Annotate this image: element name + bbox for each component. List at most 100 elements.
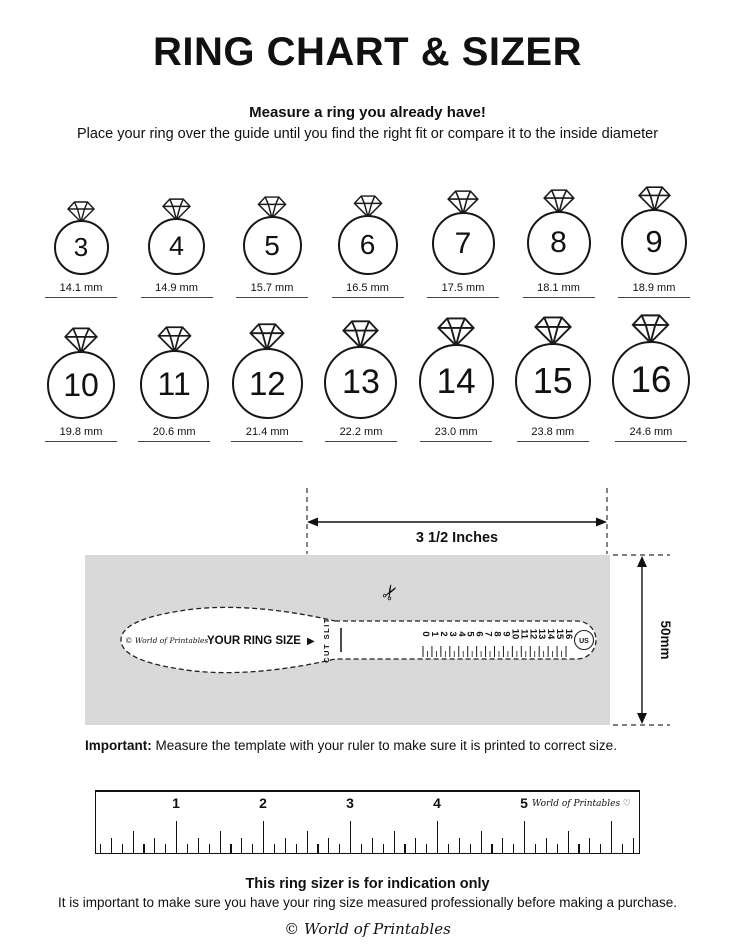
intro-block: Measure a ring you already have! Place y… [0,104,735,142]
dimension-annotations: 3 1/2 Inches 50mm [306,488,673,726]
ruler-tick [186,844,189,853]
ruler-number: 1 [172,795,180,811]
your-ring-size-label: YOUR RING SIZE [207,635,301,647]
ruler-tick [143,844,145,853]
intro-subline: Place your ring over the guide until you… [76,126,659,142]
sizer-scale-number: 6 [474,631,485,636]
diamond-icon [542,189,575,214]
ruler-tick [252,844,254,853]
sizer-scale-number: 10 [509,629,520,640]
ring-circle: 11 [139,350,209,419]
ring-diameter-label: 15.7 mm [250,282,294,294]
ruler-tick [480,831,482,853]
ring-diameter-label: 18.9 mm [632,282,676,294]
ruler-tick [382,844,384,853]
ruler-tick [176,821,178,853]
ruler-tick [578,844,580,853]
ruler-tick [350,821,352,853]
us-size-circle [573,629,595,651]
ruler-tick [426,844,428,853]
ruler-brand: World of Printables ♡ [532,799,631,809]
ruler-tick [513,844,515,853]
ruler-tick [469,844,471,853]
height-dimension-label: 50mm [658,620,673,659]
ring-underline [138,441,211,442]
sizer-scale-number: 5 [465,631,476,637]
page-title: RING CHART & SIZER [153,30,582,74]
sizer-scale-number: 12 [527,629,538,640]
ring-circle: 6 [337,215,398,275]
ring-diameter-label: 19.8 mm [59,426,103,438]
ruler-number: 3 [346,795,354,811]
ring-underline [618,297,690,298]
cut-slit-label: CUT SLIT [322,617,331,663]
diamond-icon [342,320,380,349]
sizer-scale-number: 14 [545,629,556,640]
ruler-tick [317,844,319,853]
ring-diameter-label: 20.6 mm [152,426,196,438]
important-text: Measure the template with your ruler to … [151,738,617,753]
important-label: Important: [85,738,152,753]
ring-diameter-label: 14.9 mm [155,282,198,294]
ruler-tick [447,844,450,853]
ring-diameter-label: 23.0 mm [434,426,478,438]
sizer-scale-number: 15 [554,629,565,640]
ruler-tick [263,821,265,853]
diamond-icon [352,195,383,218]
ruler-tick [230,844,232,853]
ring-diameter-label: 23.8 mm [531,426,575,438]
ring-size-item: 6 16.5 mm [331,195,404,298]
diamond-icon [67,201,95,223]
ring-underline [331,297,404,298]
ruler-tick [404,844,406,853]
ring-diameter-label: 17.5 mm [441,282,485,294]
footer-headline: This ring sizer is for indication only [245,876,490,892]
ruler-tick [502,838,504,853]
ruler-tick [621,844,624,853]
ruler-tick [556,844,558,853]
important-note: Important: Measure the template with you… [85,738,645,753]
ruler-tick [273,844,276,853]
ruler-tick [241,838,243,853]
sizer-panel: CUT SLIT ✂ © World of Printables ♡ YOUR … [85,555,610,725]
ring-size-arrow-icon: ▶ [307,636,315,647]
diamond-icon [162,198,191,221]
ruler-number: 2 [259,795,267,811]
ruler-tick [219,831,221,853]
sizer-scale-number: 16 [563,629,574,640]
ruler-number: 4 [433,795,441,811]
ruler-tick [545,838,547,853]
diamond-icon [157,326,192,353]
sizer-scale-number: 11 [518,629,529,640]
sizer-scale-number: 13 [536,629,547,640]
diamond-icon [533,316,572,346]
scissors-icon: ✂ [377,580,404,606]
ruler-tick [437,821,439,853]
diamond-icon [257,196,287,219]
ring-diameter-label: 16.5 mm [346,282,389,294]
sizer-scale-number: 2 [438,631,449,636]
ring-underline [516,441,589,442]
ring-underline [420,441,493,442]
ring-underline [614,441,687,442]
ring-diameter-label: 24.6 mm [629,426,673,438]
ring-diameter-label: 18.1 mm [537,282,580,294]
intro-headline: Measure a ring you already have! [249,104,486,121]
ring-circle: 8 [526,211,591,275]
ruler-tick [458,838,460,853]
ring-circle: 3 [53,220,109,275]
ruler-tick [491,844,493,853]
ruler-tick [567,831,569,853]
ring-circle: 7 [431,212,495,275]
